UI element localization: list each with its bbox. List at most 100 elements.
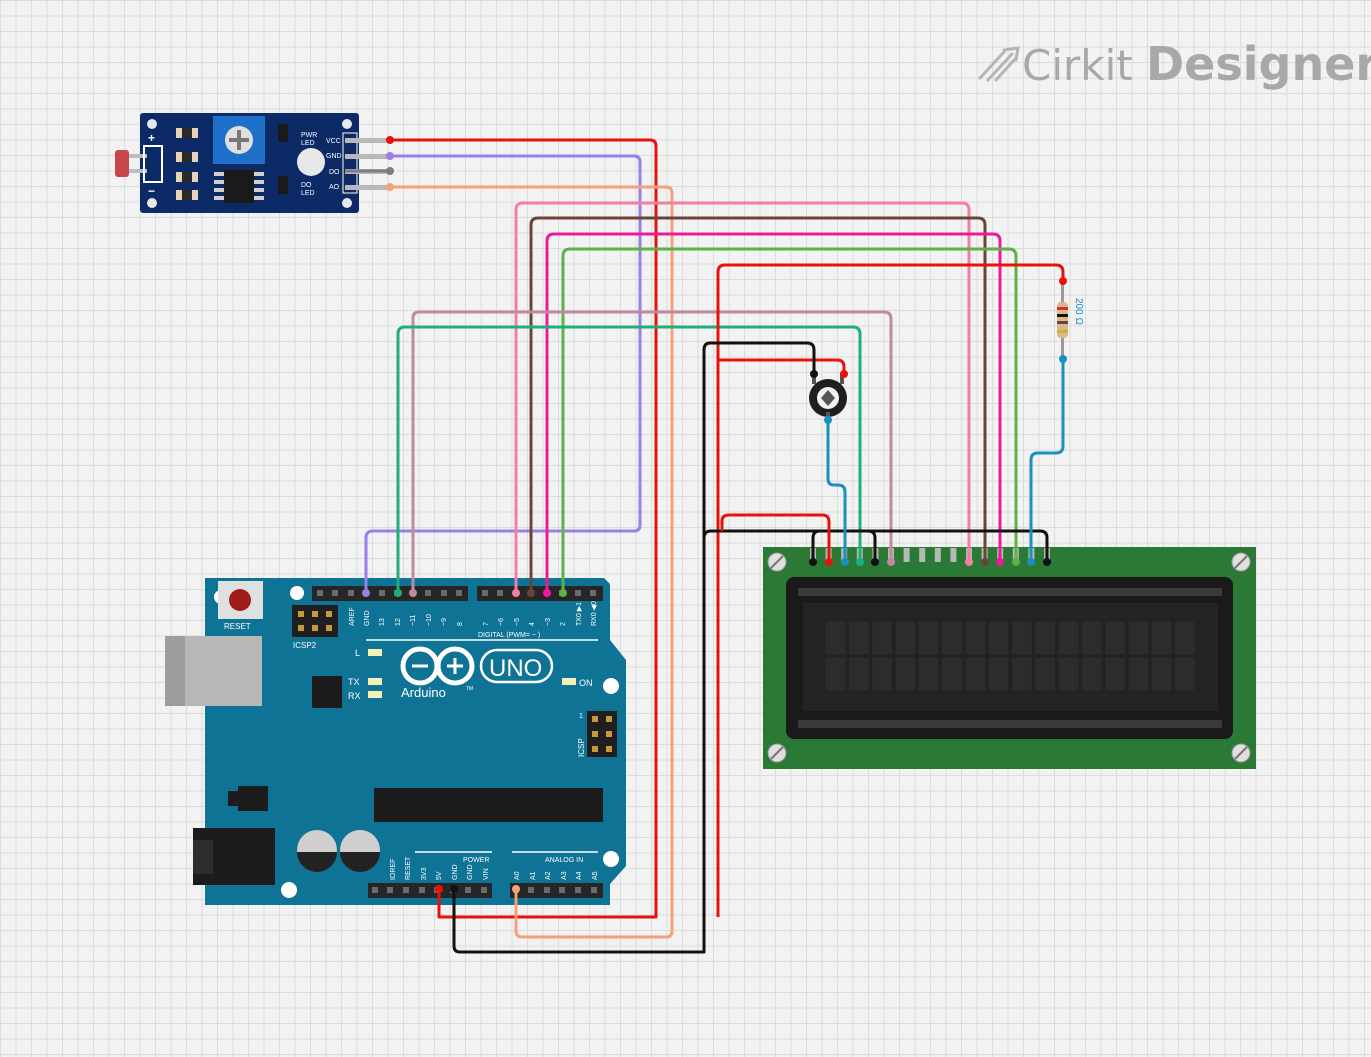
power-pin-label: 5V [436, 871, 443, 880]
wire-endpoint[interactable] [1059, 277, 1067, 285]
lcd-char-cell [824, 656, 847, 692]
power-pin-label: 3V3 [421, 867, 428, 880]
wire-endpoint[interactable] [435, 885, 443, 893]
wire-endpoint[interactable] [512, 589, 520, 597]
wire-endpoint[interactable] [871, 558, 879, 566]
header-pin-hole[interactable] [379, 590, 385, 596]
wire-endpoint[interactable] [543, 589, 551, 597]
top-pin-label: 13 [379, 618, 386, 626]
arduino-uno-board[interactable]: RESET ICSP2 L TX RX ON ICSP 1 [165, 578, 626, 905]
wire-endpoint[interactable] [1043, 558, 1051, 566]
wire-endpoint[interactable] [386, 183, 394, 191]
lcd-pin[interactable] [903, 548, 910, 562]
wire-endpoint[interactable] [841, 558, 849, 566]
wire-endpoint[interactable] [386, 167, 394, 175]
wire-endpoint[interactable] [386, 152, 394, 160]
wire-endpoint[interactable] [527, 589, 535, 597]
wire-endpoint[interactable] [809, 558, 817, 566]
header-pin-hole[interactable] [387, 887, 393, 893]
wire-endpoint[interactable] [856, 558, 864, 566]
header-pin-hole[interactable] [403, 887, 409, 893]
header-pin-hole[interactable] [419, 887, 425, 893]
lcd-pin[interactable] [934, 548, 941, 562]
wire-endpoint[interactable] [996, 558, 1004, 566]
wire-endpoint[interactable] [386, 136, 394, 144]
header-pin-hole[interactable] [481, 887, 487, 893]
lcd-char-cell [1034, 620, 1057, 656]
power-pin-label: RESET [405, 856, 412, 880]
reset-button-cap[interactable] [229, 589, 251, 611]
ldr-sensor-module[interactable]: + − PWR LED DO LED VCC GND DO AO [115, 113, 390, 213]
header-pin-hole[interactable] [465, 887, 471, 893]
wire-endpoint[interactable] [824, 416, 832, 424]
header-pin-hole[interactable] [559, 887, 565, 893]
wire-endpoint[interactable] [825, 558, 833, 566]
wire[interactable] [720, 513, 831, 562]
lcd-char-cell [964, 656, 987, 692]
header-pin-hole[interactable] [482, 590, 488, 596]
wire[interactable] [716, 263, 1065, 917]
lcd-pin[interactable] [950, 548, 957, 562]
wire-endpoint[interactable] [409, 589, 417, 597]
lcd-char-cell [894, 620, 917, 656]
wire[interactable] [390, 138, 658, 919]
header-pin-hole[interactable] [497, 590, 503, 596]
header-pin-hole[interactable] [575, 590, 581, 596]
wire-endpoint[interactable] [1012, 558, 1020, 566]
wire[interactable] [718, 358, 846, 374]
wire-endpoint[interactable] [887, 558, 895, 566]
wire[interactable] [364, 154, 642, 593]
wire[interactable] [452, 341, 816, 954]
wire-endpoint[interactable] [810, 370, 818, 378]
header-pin-hole[interactable] [425, 590, 431, 596]
header-pin-hole[interactable] [575, 887, 581, 893]
wire-endpoint[interactable] [559, 589, 567, 597]
lcd-pin[interactable] [919, 548, 926, 562]
wire[interactable] [867, 529, 877, 562]
wire-endpoint[interactable] [840, 370, 848, 378]
led-tx-label: TX [348, 677, 360, 687]
header-pin-hole[interactable] [590, 590, 596, 596]
wire-endpoint[interactable] [981, 558, 989, 566]
wire-endpoint[interactable] [394, 589, 402, 597]
wire[interactable] [390, 185, 674, 939]
header-pin-hole[interactable] [528, 887, 534, 893]
resistor-200-ohm[interactable]: 200 Ω [1057, 281, 1084, 359]
wire[interactable] [529, 216, 987, 593]
pin-label-do: DO [329, 169, 340, 176]
wire[interactable] [396, 325, 862, 593]
analog-header [510, 883, 603, 898]
header-pin-hole[interactable] [544, 887, 550, 893]
wire-endpoint[interactable] [512, 885, 520, 893]
wire[interactable] [561, 247, 1018, 593]
header-pin-hole[interactable] [348, 590, 354, 596]
wire[interactable] [702, 529, 1049, 562]
wire[interactable] [545, 232, 1002, 593]
contrast-potentiometer[interactable] [809, 374, 847, 422]
wire-endpoint[interactable] [450, 885, 458, 893]
wire-endpoint[interactable] [1059, 355, 1067, 363]
wire-endpoint[interactable] [362, 589, 370, 597]
plus-label: + [148, 131, 155, 145]
wire[interactable] [514, 201, 971, 593]
icsp-pin1-label: 1 [579, 713, 583, 720]
header-pin-hole[interactable] [332, 590, 338, 596]
wire[interactable] [826, 418, 847, 562]
digital-header-right [477, 586, 603, 601]
wire[interactable] [811, 529, 821, 562]
power-pin-label: GND [452, 864, 459, 880]
wire-endpoint[interactable] [1027, 558, 1035, 566]
header-pin-hole[interactable] [372, 887, 378, 893]
lcd-16x2-display[interactable] [763, 547, 1256, 769]
wires [345, 136, 1067, 954]
analog-pin-label: A4 [576, 871, 583, 880]
wire[interactable] [1029, 359, 1065, 562]
digital-header-left [312, 586, 468, 601]
header-pin-hole[interactable] [456, 590, 462, 596]
header-pin-hole[interactable] [591, 887, 597, 893]
brand-name-designer: Designer [1146, 37, 1371, 91]
header-pin-hole[interactable] [317, 590, 323, 596]
wire-endpoint[interactable] [965, 558, 973, 566]
wire[interactable] [411, 310, 893, 593]
header-pin-hole[interactable] [441, 590, 447, 596]
